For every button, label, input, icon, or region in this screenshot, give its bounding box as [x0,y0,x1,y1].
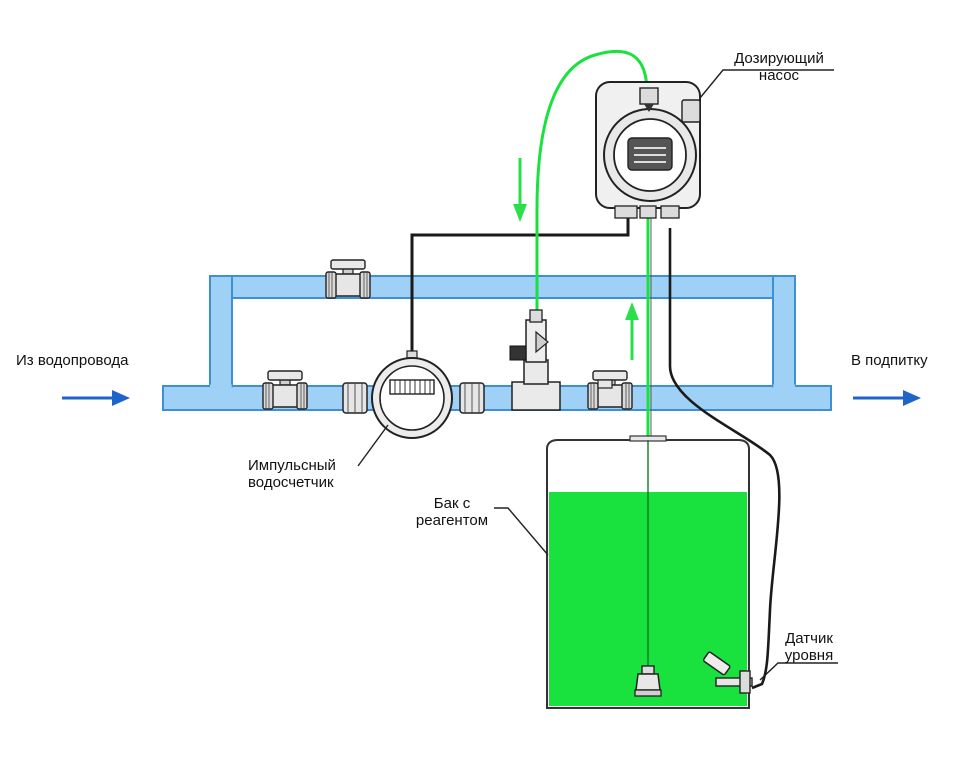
tank-label-line2: реагентом [415,512,489,529]
level-sensor-label: Датчик уровня [778,630,840,664]
dosing-line [535,49,649,312]
tank-label-line1: Бак с [433,495,471,512]
valve-icon [325,259,371,299]
flow-arrow-out [853,390,921,406]
meter-label-line1: Импульсный [248,457,336,474]
union-nut [459,382,485,414]
pump-label: Дозирующий насос [725,50,833,84]
level-sensor-label-line2: уровня [784,647,834,664]
meter-label-line2: водосчетчик [248,474,334,491]
riser-left [209,275,233,397]
dosing-pump-icon [595,81,701,219]
union-nut [342,382,368,414]
outlet-label: В подпитку [851,352,928,369]
flow-arrow-in [62,390,130,406]
water-meter-icon [371,350,453,439]
injection-tee-icon [509,309,561,411]
flow-arrow-down [513,158,527,222]
pump-label-line1: Дозирующий [734,50,824,67]
meter-label: Импульсный водосчетчик [248,457,336,491]
riser-right [772,275,796,397]
tank-label: Бак с реагентом [410,495,494,529]
sensor-cable [668,228,781,690]
foot-valve-icon [634,665,662,697]
signal-wire [410,218,630,352]
flow-arrow-up [625,302,639,360]
level-sensor-label-line1: Датчик [785,630,833,647]
valve-icon [587,370,633,410]
bypass-pipe [209,275,796,299]
float-sensor-icon [702,651,753,694]
inlet-label: Из водопровода [16,352,129,369]
valve-icon [262,370,308,410]
pump-label-line2: насос [758,67,800,84]
leader-lines [357,69,838,681]
